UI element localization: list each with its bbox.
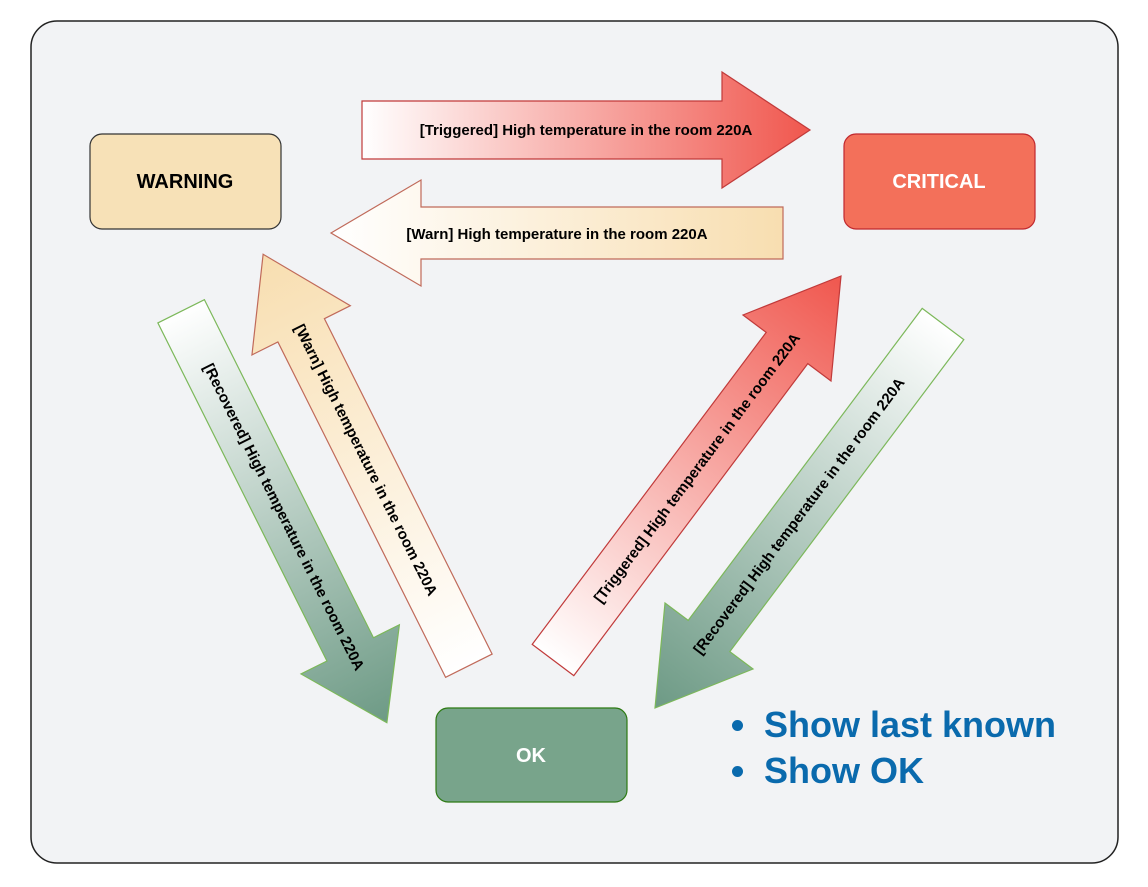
- state-ok[interactable]: OK: [435, 707, 628, 803]
- option-label: Show last known: [764, 704, 1057, 745]
- state-critical-label: CRITICAL: [892, 171, 985, 193]
- arrow-label-warning-to-critical: [Triggered] High temperature in the room…: [420, 122, 753, 139]
- option-show-ok: Show OK: [728, 748, 1056, 794]
- option-show-last-known: Show last known: [728, 702, 1056, 748]
- bullet-dot: [732, 766, 743, 777]
- state-warning-label: WARNING: [137, 171, 234, 193]
- state-warning[interactable]: WARNING: [89, 133, 282, 230]
- arrow-label-critical-to-warning: [Warn] High temperature in the room 220A: [406, 226, 707, 243]
- arrow-critical-to-warning: [Warn] High temperature in the room 220A: [329, 178, 784, 288]
- canvas-background: [30, 20, 1119, 864]
- state-critical[interactable]: CRITICAL: [843, 133, 1036, 230]
- bullet-dot: [732, 720, 743, 731]
- arrow-warning-to-critical: [Triggered] High temperature in the room…: [361, 70, 812, 190]
- options-list: Show last known Show OK: [728, 702, 1056, 794]
- state-ok-label: OK: [516, 745, 547, 767]
- option-label: Show OK: [764, 750, 924, 791]
